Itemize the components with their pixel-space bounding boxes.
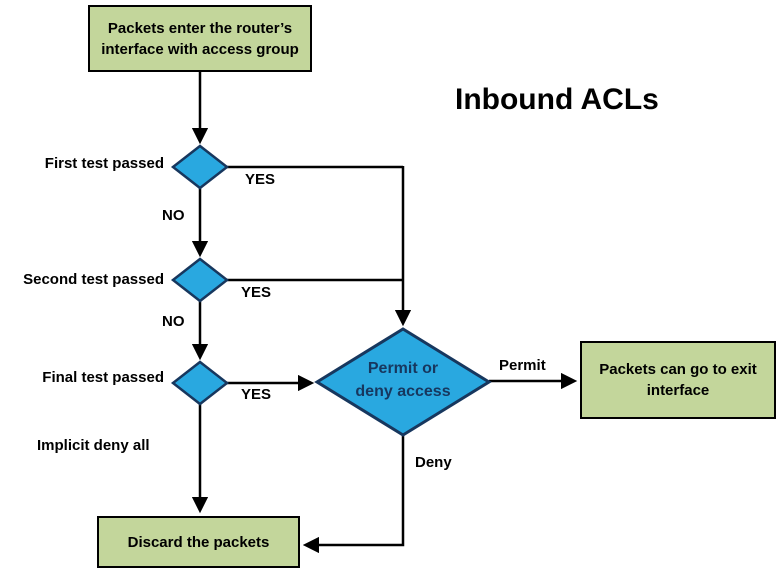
diagram-title: Inbound ACLs (455, 83, 659, 116)
implicit-deny-label: Implicit deny all (37, 437, 150, 454)
first-test-label: First test passed (44, 155, 164, 172)
yes1-label: YES (245, 171, 276, 188)
diamond-final-test (170, 360, 230, 406)
second-test-label: Second test passed (23, 271, 164, 288)
diamond-first-test (170, 144, 230, 190)
permit-label: Permit (499, 357, 546, 374)
diamond-second-test (170, 257, 230, 303)
yes2-label: YES (241, 284, 272, 301)
no2-label: NO (162, 313, 185, 330)
start-box: Packets enter the router’s interface wit… (88, 5, 312, 72)
decision-label-line2: deny access (355, 383, 451, 401)
edge-deny-to-discard (302, 435, 405, 554)
discard-packets-box: Discard the packets (97, 516, 300, 568)
decision-diamond-label: Permit or deny access (323, 357, 483, 403)
final-test-label: Final test passed (42, 369, 164, 386)
diamond-permit-or-deny (314, 327, 492, 437)
exit-interface-box: Packets can go to exit interface (580, 341, 776, 419)
yes3-label: YES (241, 386, 272, 403)
decision-label-line1: Permit or (367, 360, 439, 377)
no1-label: NO (162, 207, 185, 224)
deny-label: Deny (415, 454, 452, 471)
